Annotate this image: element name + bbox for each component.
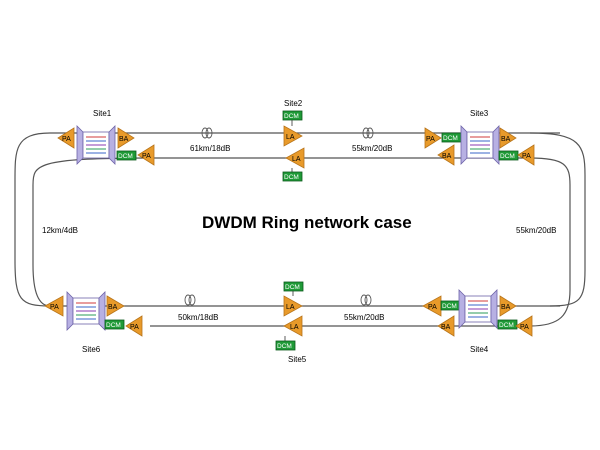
pa-amplifier-icon <box>125 315 143 337</box>
ring-fiber-left <box>14 132 51 307</box>
ba-amplifier-icon <box>437 315 455 337</box>
dcm-box <box>497 319 518 330</box>
la-amplifier-icon <box>283 315 303 337</box>
amp-label: LA <box>290 324 299 331</box>
diagram-title: DWDM Ring network case <box>202 213 412 232</box>
amp-label: BA <box>119 136 129 143</box>
dcm-label: DCM <box>442 303 457 310</box>
dcm-box <box>282 110 303 121</box>
span-label: 12km/4dB <box>42 226 78 235</box>
site4-label: Site4 <box>470 345 489 354</box>
fiber-coil-icon <box>184 294 196 306</box>
fiber-coil-icon <box>360 294 372 306</box>
ring-fiber-right <box>529 132 586 307</box>
site3-label: Site3 <box>470 109 489 118</box>
site4-mux-icon <box>458 289 498 329</box>
dcm-label: DCM <box>277 343 292 350</box>
pa-amplifier-icon <box>137 144 155 166</box>
amp-label: BA <box>501 136 511 143</box>
ring-fiber-right-inner <box>529 157 571 327</box>
amp-label: PA <box>130 324 139 331</box>
dcm-label: DCM <box>500 153 515 160</box>
pa-amplifier-icon <box>515 315 533 337</box>
ba-amplifier-icon <box>437 144 455 166</box>
dcm-label: DCM <box>499 322 514 329</box>
amp-label: LA <box>286 304 295 311</box>
dcm-box <box>283 281 304 292</box>
la-amplifier-icon <box>285 147 305 169</box>
site1-mux-icon <box>76 125 116 165</box>
amp-label: PA <box>426 136 435 143</box>
ba-amplifier-icon <box>106 295 125 317</box>
pa-amplifier-icon <box>44 295 64 317</box>
pa-amplifier-icon <box>517 144 535 166</box>
dcm-box <box>104 319 125 330</box>
span-label: 55km/20dB <box>352 144 392 153</box>
span-label: 61km/18dB <box>190 144 230 153</box>
dcm-box <box>282 171 303 182</box>
dcm-label: DCM <box>285 284 300 291</box>
amp-label: BA <box>501 304 511 311</box>
dcm-label: DCM <box>118 153 133 160</box>
dcm-label: DCM <box>284 174 299 181</box>
dcm-label: DCM <box>443 135 458 142</box>
site5-label: Site5 <box>288 355 307 364</box>
span-label: 55km/20dB <box>516 226 556 235</box>
amp-label: PA <box>62 136 71 143</box>
dcm-box <box>498 150 519 161</box>
amp-label: BA <box>108 304 118 311</box>
site1-label: Site1 <box>93 109 112 118</box>
amp-label: LA <box>286 134 295 141</box>
site3-mux-icon <box>460 125 500 165</box>
ba-amplifier-icon <box>117 127 135 149</box>
site6-mux-icon <box>66 291 106 331</box>
site6-label: Site6 <box>82 345 101 354</box>
la-amplifier-icon <box>283 125 303 147</box>
la-amplifier-icon <box>283 295 303 317</box>
amp-label: PA <box>50 304 59 311</box>
amp-label: BA <box>442 153 452 160</box>
dcm-label: DCM <box>284 113 299 120</box>
dcm-label: DCM <box>106 322 121 329</box>
span-label: 50km/18dB <box>178 313 218 322</box>
ba-amplifier-icon <box>499 295 517 317</box>
dcm-box <box>275 340 296 351</box>
amp-label: PA <box>522 153 531 160</box>
site2-label: Site2 <box>284 99 303 108</box>
dcm-box <box>116 150 137 161</box>
pa-amplifier-icon <box>424 127 442 149</box>
span-label: 55km/20dB <box>344 313 384 322</box>
amp-label: PA <box>428 304 437 311</box>
ba-amplifier-icon <box>499 127 517 149</box>
amp-label: BA <box>441 324 451 331</box>
amp-label: LA <box>292 156 301 163</box>
pa-amplifier-icon <box>57 127 75 149</box>
amp-label: PA <box>520 324 529 331</box>
amp-label: PA <box>142 153 151 160</box>
